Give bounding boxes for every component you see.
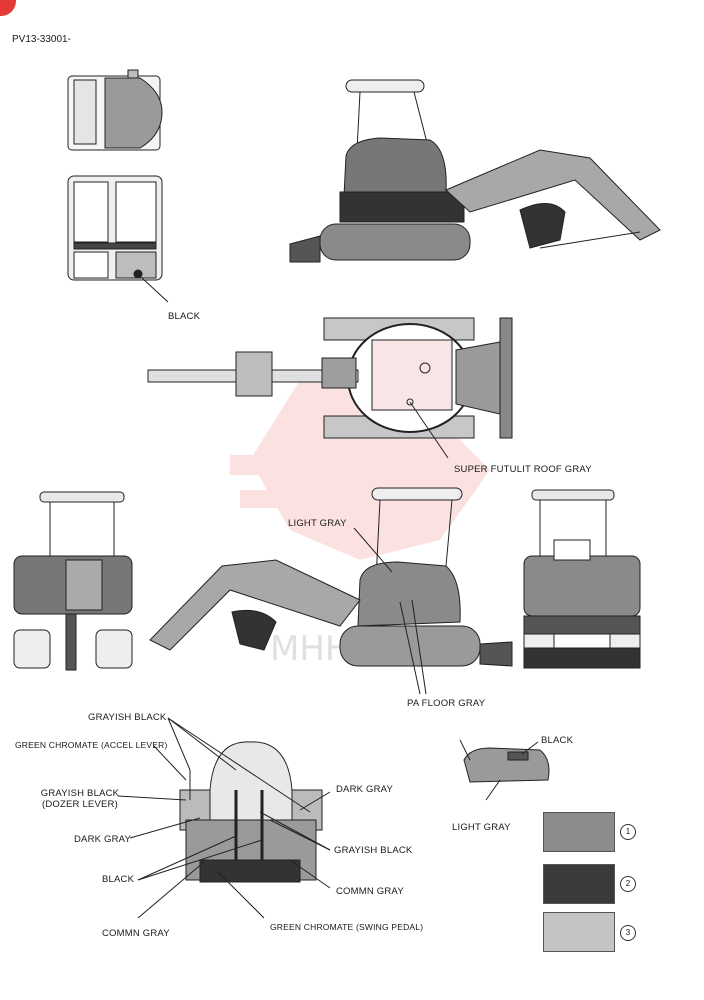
label-light-gray-panel: LIGHT GRAY: [452, 822, 511, 833]
leader-lines: [117, 717, 539, 919]
excavator-front-view: [13, 491, 133, 671]
label-green-chromate-swing: GREEN CHROMATE (SWING PEDAL): [270, 922, 424, 932]
cab-side-view: [67, 175, 169, 303]
label-commn-gray-right: COMMN GRAY: [336, 886, 404, 897]
label-super-futulit: SUPER FUTULIT ROOF GRAY: [454, 464, 592, 475]
doc-code: PV13-33001-: [12, 34, 71, 45]
label-green-chromate-accel: GREEN CHROMATE (ACCEL LEVER): [15, 740, 168, 750]
label-black-panel: BLACK: [541, 735, 574, 746]
watermark-text: MHH: [270, 629, 350, 669]
label-commn-gray-left: COMMN GRAY: [102, 928, 170, 939]
swatch-1: [543, 812, 615, 852]
swatch-number-2: 2: [620, 876, 636, 892]
cab-top-view: [67, 69, 163, 151]
operator-seat-view: [179, 741, 323, 883]
label-black-cab: BLACK: [168, 311, 201, 322]
label-grayish-black-right: GRAYISH BLACK: [334, 845, 413, 856]
label-dark-gray-left: DARK GRAY: [74, 834, 132, 845]
excavator-side-view-2: [149, 487, 513, 695]
swatch-2: [543, 864, 615, 904]
label-black-left: BLACK: [102, 874, 135, 885]
excavator-side-view-1: [289, 79, 661, 263]
label-dark-gray-right: DARK GRAY: [336, 784, 394, 795]
excavator-top-view: [147, 317, 513, 459]
swatch-3: [543, 912, 615, 952]
swatch-number-1: 1: [620, 824, 636, 840]
label-grayish-black-top: GRAYISH BLACK: [88, 712, 167, 723]
excavator-rear-view: [523, 489, 641, 669]
label-light-gray-top: LIGHT GRAY: [288, 518, 347, 529]
label-grayish-black-dozer-line1: GRAYISH BLACK: [40, 788, 120, 799]
swatch-number-3: 3: [620, 925, 636, 941]
label-grayish-black-dozer-line2: (DOZER LEVER): [42, 799, 118, 810]
label-grayish-black-dozer: GRAYISH BLACK (DOZER LEVER): [40, 788, 120, 810]
label-pa-floor-gray: PA FLOOR GRAY: [407, 698, 486, 709]
panel-drawing: [459, 739, 550, 783]
